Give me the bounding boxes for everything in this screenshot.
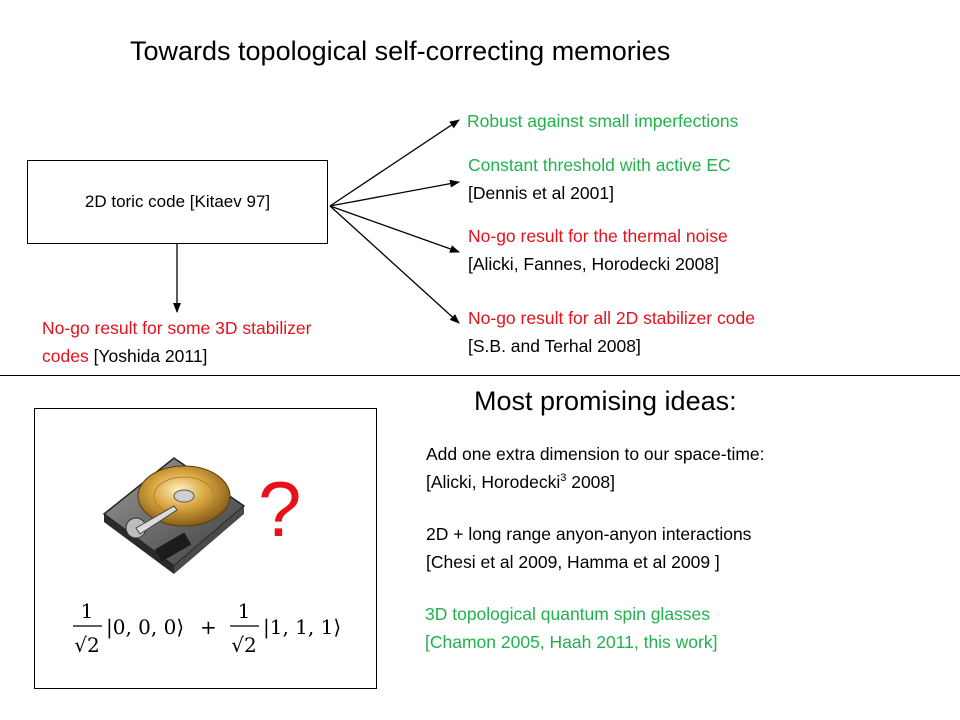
nogo-3d-line1: No-go result for some 3D stabilizer (42, 318, 312, 338)
formula-ket-b: |1, 1, 1⟩ (263, 615, 341, 640)
idea2-line1: 2D + long range anyon-anyon interactions (426, 524, 752, 544)
constant-threshold-line1: Constant threshold with active EC (468, 155, 731, 175)
memory-illustration-box (34, 408, 377, 689)
idea-extra-dimension: Add one extra dimension to our space-tim… (426, 440, 765, 496)
toric-code-box: 2D toric code [Kitaev 97] (27, 160, 328, 244)
section-divider (0, 375, 960, 376)
idea1-line1: Add one extra dimension to our space-tim… (426, 444, 765, 464)
robust-text: Robust against small imperfections (467, 111, 739, 131)
idea3-line1: 3D topological quantum spin glasses (425, 604, 711, 624)
nogo-3d-text: No-go result for some 3D stabilizer code… (42, 314, 311, 370)
formula-ket-a: |0, 0, 0⟩ (106, 615, 184, 640)
nogo-2d-ref: [S.B. and Terhal 2008] (468, 336, 641, 356)
idea3-ref: [Chamon 2005, Haah 2011, this work] (425, 632, 718, 652)
arrow-robust (329, 119, 460, 207)
nogo-3d-line2: codes [Yoshida 2011] (42, 342, 311, 370)
nogo-2d-line1: No-go result for all 2D stabilizer code (468, 308, 755, 328)
nogo-3d-ref: [Yoshida 2011] (88, 346, 208, 366)
idea-long-range: 2D + long range anyon-anyon interactions… (426, 520, 751, 576)
nogo-2d-text: No-go result for all 2D stabilizer code … (468, 304, 755, 360)
idea1-ref: [Alicki, Horodecki3 2008] (426, 468, 765, 496)
idea1-superscript: 3 (560, 472, 567, 485)
slide-title: Towards topological self-correcting memo… (130, 36, 671, 66)
constant-threshold-ref: [Dennis et al 2001] (468, 183, 614, 203)
ghz-state-formula: 1 √2 |0, 0, 0⟩ + 1 √2 |1, 1, 1⟩ (73, 599, 341, 657)
formula-numerator-1: 1 (81, 599, 94, 623)
nogo-thermal-line1: No-go result for the thermal noise (468, 226, 728, 246)
arrow-stab2d (329, 205, 460, 324)
promising-ideas-title: Most promising ideas: (474, 386, 737, 416)
arrow-constant (329, 179, 460, 207)
nogo-3d-codes: codes (42, 346, 89, 366)
question-mark: ? (258, 465, 302, 553)
hard-drive-icon (102, 457, 246, 574)
idea1-ref-authors: [Alicki, Horodecki (426, 472, 561, 492)
formula-denominator-2: √2 (231, 633, 256, 657)
idea1-ref-year: 2008] (566, 472, 615, 492)
arrow-thermal (329, 205, 460, 253)
toric-code-label: 2D toric code [Kitaev 97] (84, 192, 271, 211)
idea2-ref: [Chesi et al 2009, Hamma et al 2009 ] (426, 552, 720, 572)
constant-threshold-text: Constant threshold with active EC [Denni… (468, 151, 731, 207)
formula-numerator-2: 1 (238, 599, 251, 623)
nogo-thermal-text: No-go result for the thermal noise [Alic… (468, 222, 728, 278)
formula-plus: + (200, 615, 217, 639)
nogo-thermal-ref: [Alicki, Fannes, Horodecki 2008] (468, 254, 719, 274)
idea-spin-glasses: 3D topological quantum spin glasses [Cha… (425, 600, 717, 656)
formula-denominator-1: √2 (74, 633, 99, 657)
